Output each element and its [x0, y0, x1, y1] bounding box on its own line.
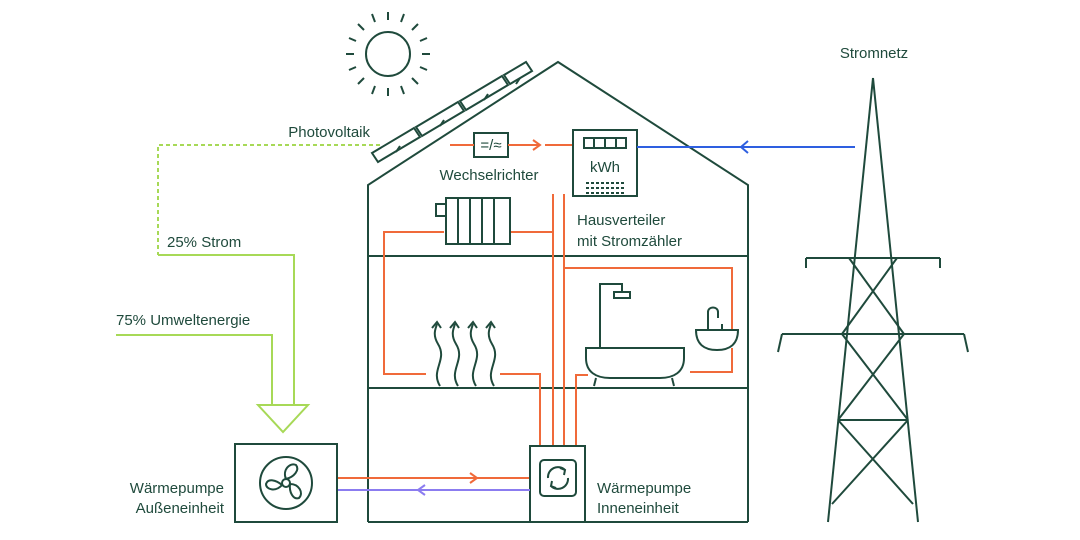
grid-label: Stromnetz [840, 45, 908, 62]
return-line [338, 484, 530, 496]
meter-unit-label: kWh [590, 159, 620, 176]
heating-lines [338, 139, 733, 484]
indoor-label-line1: Wärmepumpe [597, 480, 691, 497]
pv-label: Photovoltaik [288, 124, 370, 141]
meter-box [572, 129, 638, 197]
meter-label-line1: Hausverteiler [577, 212, 665, 229]
house-outline [367, 60, 749, 523]
meter-label-line2: mit Stromzähler [577, 233, 682, 250]
floor-heating-icon [431, 320, 497, 387]
energy-arrow-icon [255, 404, 311, 434]
indoor-label-line2: Inneneinheit [597, 500, 680, 517]
sun-icon [346, 12, 430, 96]
bathtub-icon [585, 283, 685, 387]
sink-icon [694, 306, 740, 352]
indoor-unit-box [529, 445, 586, 523]
strom-label: 25% Strom [167, 234, 241, 251]
outdoor-label-line1: Wärmepumpe [130, 480, 224, 497]
umwelt-line [116, 334, 273, 405]
outdoor-label-line2: Außeneinheit [136, 500, 225, 517]
strom-line [158, 254, 295, 405]
grid-power-line [637, 140, 855, 154]
outdoor-unit-box [234, 443, 338, 523]
inverter-label: Wechselrichter [440, 167, 539, 184]
pv-dashed-line [157, 144, 380, 255]
umwelt-label: 75% Umweltenergie [116, 312, 250, 329]
inverter-symbol: =/≈ [480, 137, 501, 154]
power-pylon-icon [777, 77, 969, 523]
radiator-icon [435, 197, 511, 245]
solar-panels [370, 60, 534, 164]
